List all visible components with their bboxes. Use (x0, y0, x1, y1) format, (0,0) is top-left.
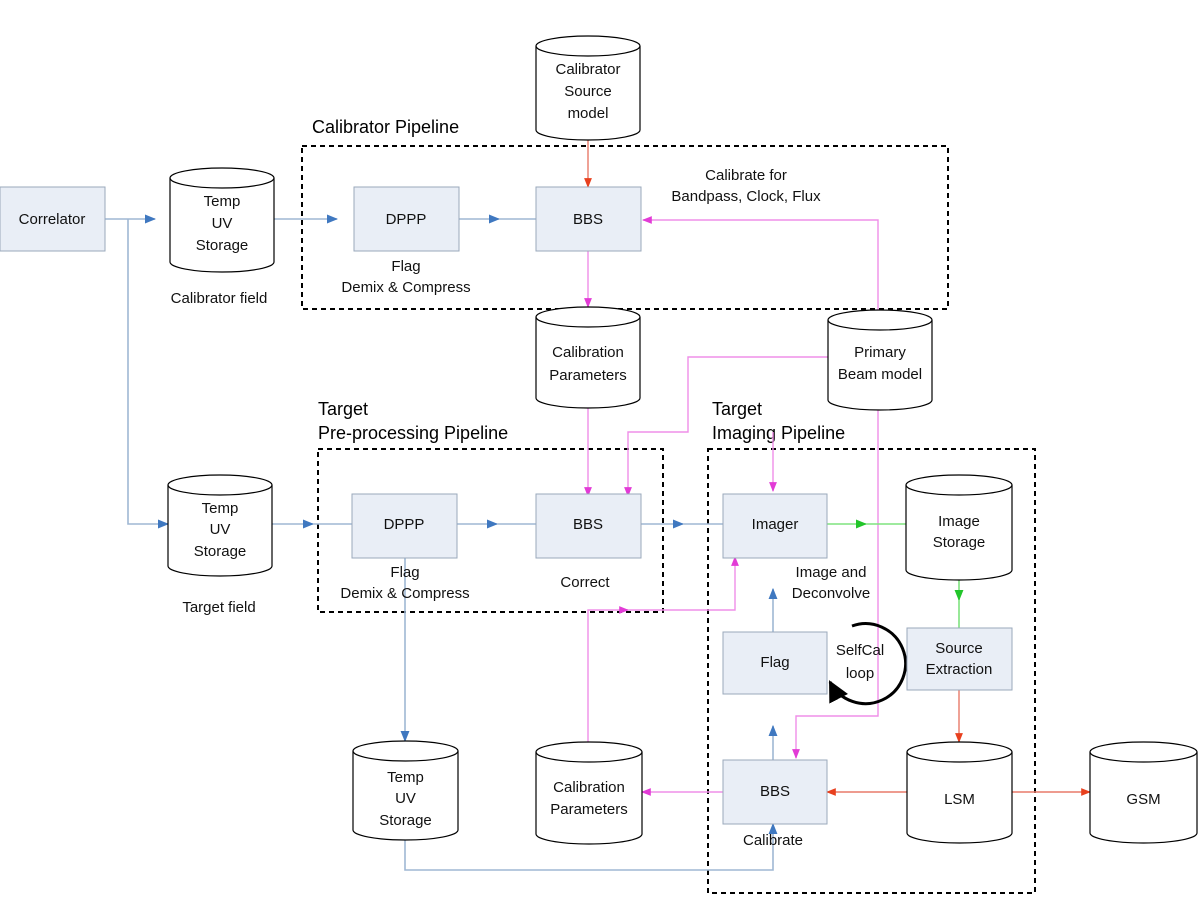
dppp-target-box[interactable]: DPPP (351, 493, 458, 559)
calibration-parameters-top-label-line2: Parameters (549, 367, 627, 384)
dppp-calibrator-box[interactable]: DPPP (353, 186, 460, 252)
temp-uv-storage-calibrator-label-line2: UV (212, 215, 233, 232)
model-flow-connectors (584, 140, 1091, 796)
temp-uv-storage-calibrator-label-line1: Temp (204, 193, 241, 210)
calibrator-source-model-label-line1: Calibrator (555, 61, 620, 78)
imager-box[interactable]: Imager (722, 493, 828, 559)
image-flow-connectors (827, 519, 964, 628)
correlator-box[interactable]: Correlator (0, 186, 106, 252)
bbs-imaging-label: BBS (760, 783, 790, 800)
image-storage-label-line2: Storage (933, 534, 986, 551)
flow-correlator-to-temp-target (127, 219, 170, 529)
flag-target-label-line1: Flag (390, 564, 419, 581)
bbs-calibrator-box[interactable]: BBS (535, 186, 642, 252)
calibration-parameters-bottom-label-line2: Parameters (550, 801, 628, 818)
data-flow-connectors (105, 214, 778, 871)
calibrator-pipeline-title: Calibrator Pipeline (312, 117, 459, 137)
calibrator-pipeline-frame: Calibrator Pipeline (301, 117, 949, 310)
flow-params-bottom-to-correct (587, 606, 629, 742)
temp-uv-storage-target-label-line2: UV (210, 521, 231, 538)
calibration-parameters-bottom-label-line1: Calibration (553, 779, 625, 796)
lsm-store-label-line1: LSM (944, 791, 975, 808)
temp-uv-storage-bottom-label-line2: UV (395, 790, 416, 807)
dppp-target-label: DPPP (384, 516, 425, 533)
calibrate-for-label-line1: Calibrate for (705, 167, 787, 184)
temp-uv-storage-target-label-line3: Storage (194, 543, 247, 560)
imager-label: Imager (752, 516, 799, 533)
flow-beam-to-bbs-target (624, 356, 828, 497)
temp-uv-storage-bottom-label-line3: Storage (379, 812, 432, 829)
calibrator-source-model-label-line3: model (568, 105, 609, 122)
target-imaging-frame: Target Imaging Pipeline (707, 399, 1036, 894)
source-extraction-label-line2: Extraction (926, 661, 993, 678)
correlator-label: Correlator (19, 211, 86, 228)
selfcal-loop-arrow (828, 622, 907, 706)
bbs-calibrator-label: BBS (573, 211, 603, 228)
target-preprocessing-frame: Target Pre-processing Pipeline (317, 399, 664, 613)
bbs-target-box[interactable]: BBS (535, 493, 642, 559)
image-deconvolve-label-line1: Image and (796, 564, 867, 581)
imaging-title-line1: Target (712, 399, 762, 419)
temp-uv-storage-calibrator-label-line3: Storage (196, 237, 249, 254)
gsm-store-label-line1: GSM (1126, 791, 1160, 808)
calibrator-field-label: Calibrator field (171, 290, 268, 307)
flow-temp-bottom-to-bbs-image (404, 822, 778, 871)
calibrator-source-model-label-line2: Source (564, 83, 612, 100)
imaging-title-line2: Imaging Pipeline (712, 423, 845, 443)
bbs-target-label: BBS (573, 516, 603, 533)
calibrate-for-label-line2: Bandpass, Clock, Flux (671, 188, 821, 205)
flag-cal-label-line1: Flag (391, 258, 420, 275)
lsm-store-cylinder[interactable]: LSM (906, 741, 1013, 844)
calibration-parameters-top-label-line1: Calibration (552, 344, 624, 361)
selfcal-loop: SelfCal loop (828, 622, 907, 706)
target-field-label: Target field (182, 599, 255, 616)
source-extraction-box[interactable]: Source Extraction (906, 627, 1013, 691)
temp-uv-storage-target-label-line1: Temp (202, 500, 239, 517)
flow-beam-to-bbs-cal (642, 216, 879, 310)
dppp-calibrator-label: DPPP (386, 211, 427, 228)
flag-box[interactable]: Flag (722, 631, 828, 695)
preprocessing-title-line1: Target (318, 399, 368, 419)
flow-correct-to-imager (628, 556, 739, 611)
primary-beam-model-label-line1: Primary (854, 344, 906, 361)
selfcal-label-line1: SelfCal (836, 642, 884, 659)
primary-beam-model-label-line2: Beam model (838, 366, 922, 383)
flag-label: Flag (760, 654, 789, 671)
gsm-store-cylinder[interactable]: GSM (1089, 741, 1198, 844)
preprocessing-title-line2: Pre-processing Pipeline (318, 423, 508, 443)
correct-label: Correct (560, 574, 610, 591)
flow-beam-to-bbs-image (792, 410, 879, 759)
bbs-imaging-box[interactable]: BBS (722, 759, 828, 825)
flag-target-label-line2: Demix & Compress (340, 585, 469, 602)
image-deconvolve-label-line2: Deconvolve (792, 585, 870, 602)
selfcal-label-line2: loop (846, 665, 874, 682)
temp-uv-storage-bottom-label-line1: Temp (387, 769, 424, 786)
source-extraction-label-line1: Source (935, 640, 983, 657)
image-storage-label-line1: Image (938, 513, 980, 530)
calibration-flow-connectors (584, 216, 879, 796)
flag-cal-label-line2: Demix & Compress (341, 279, 470, 296)
calibrate-label: Calibrate (743, 832, 803, 849)
